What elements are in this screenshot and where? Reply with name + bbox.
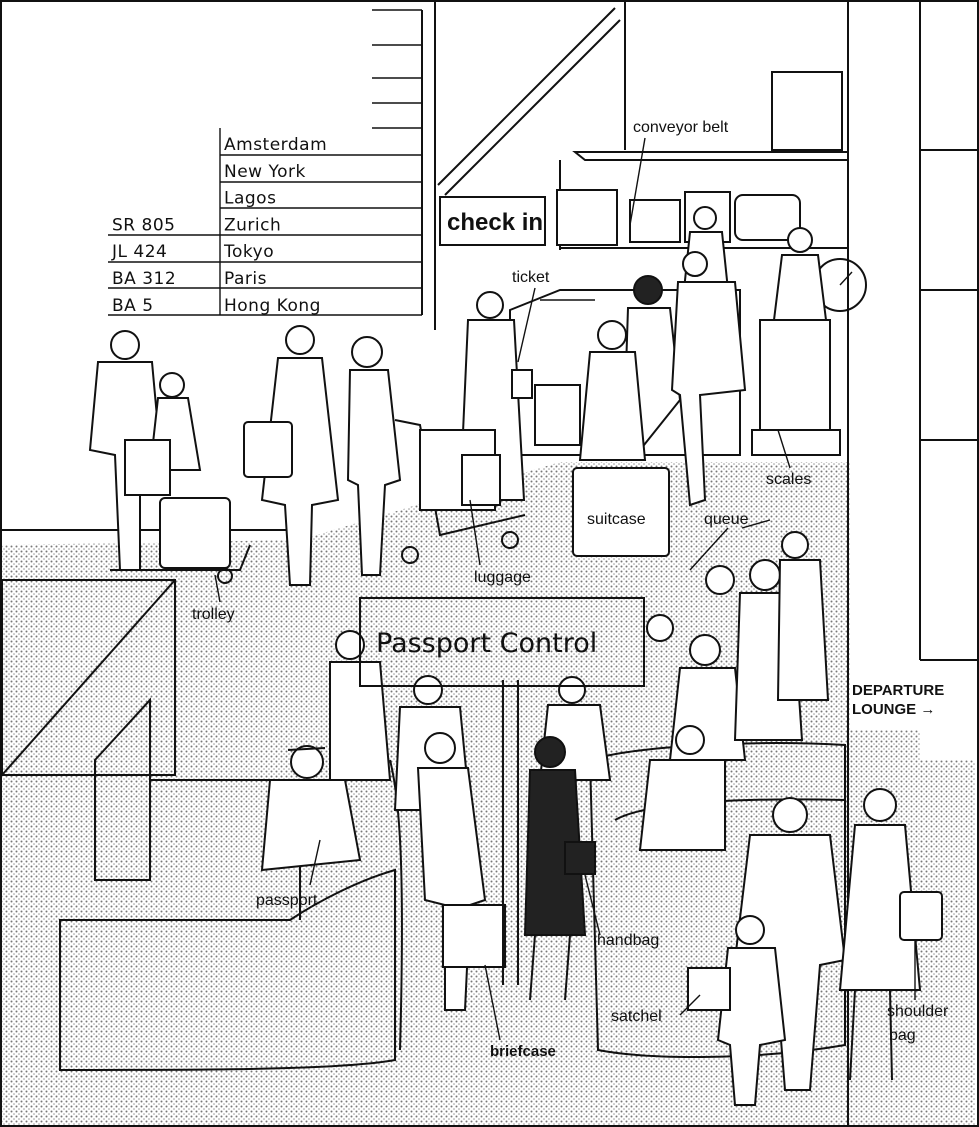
departure-lounge-line2: LOUNGE → [852,701,935,718]
label-shoulder-bag-line1: shoulder [887,1003,949,1020]
label-shoulder-bag-line2: bag [889,1027,916,1044]
passport-control-sign-text: Passport Control [376,628,597,659]
board-flight-number: SR 805 [112,215,175,235]
board-flight-number: BA 312 [112,269,176,289]
label-trolley: trolley [192,606,235,623]
departures-board [108,9,423,316]
label-pointers [214,137,916,1041]
departure-lounge-sign: DEPARTURE LOUNGE → [852,682,944,718]
woman-with-luggage-trolley [346,336,526,576]
family-departing [687,788,943,1106]
board-flight-number: BA 5 [112,296,154,316]
men-at-passport-control [329,630,506,1011]
passport-officer [260,745,362,872]
label-conveyor-belt: conveyor belt [633,119,729,136]
queue-at-passport-control [538,531,830,851]
label-queue: queue [704,511,749,528]
man-with-bag [243,325,340,586]
vocabulary-labels: conveyor belt ticket scales suitcase que… [192,119,949,1060]
label-satchel: satchel [611,1008,662,1025]
label-scales: scales [766,471,811,488]
woman-with-handbag [523,736,596,1001]
label-ticket: ticket [512,269,550,286]
departure-lounge-line1: DEPARTURE [852,682,944,699]
passport-control-sign: Passport Control [359,597,645,985]
board-destination: New York [224,162,306,182]
board-destination: Hong Kong [224,296,321,316]
label-suitcase: suitcase [587,511,646,528]
floor [2,462,975,1125]
family-with-trolley [88,330,251,584]
board-flight-number: JL 424 [111,242,167,262]
board-destination: Lagos [224,189,276,209]
label-luggage: luggage [474,569,531,586]
board-destination: Amsterdam [224,135,327,155]
board-destination: Paris [224,269,267,289]
queue-at-check-in [458,275,747,557]
board-destination: Tokyo [223,242,274,262]
board-destination: Zurich [224,215,281,235]
label-handbag: handbag [597,932,659,949]
label-passport: passport [256,892,318,909]
passport-control-desk-left [1,579,403,1072]
check-in-sign: check in [447,209,543,236]
label-briefcase: briefcase [490,1043,556,1060]
